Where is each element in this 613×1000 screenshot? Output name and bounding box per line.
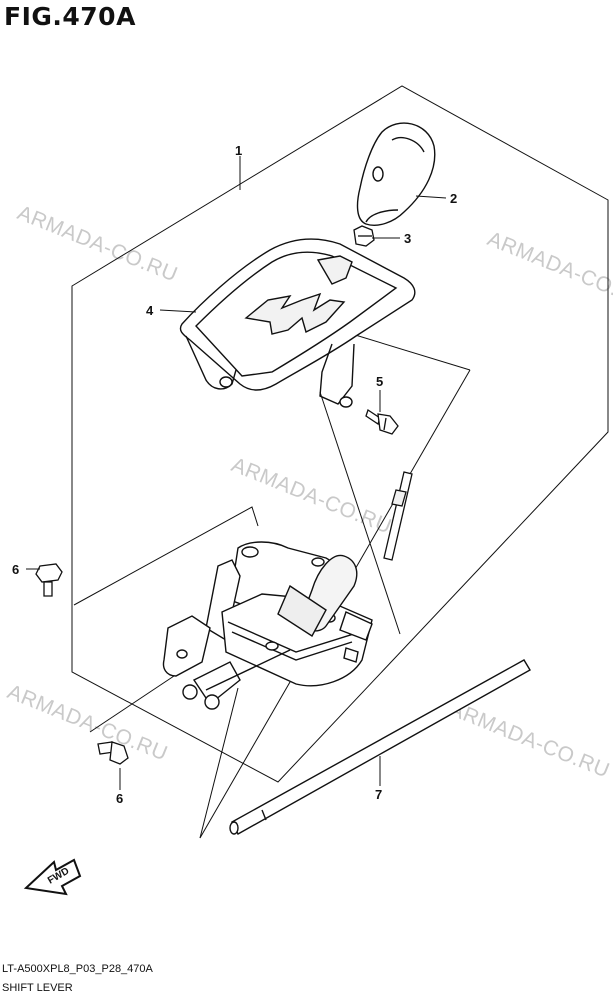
- inner-reference-box: [73, 506, 259, 606]
- callout-7: 7: [375, 787, 382, 802]
- shift-rod: [229, 659, 531, 835]
- assembly-outline: [71, 85, 609, 783]
- bolt-6-upper: [35, 563, 63, 597]
- fwd-arrow-icon: FWD: [23, 858, 82, 896]
- shift-gate-plate: [179, 238, 416, 408]
- figure-name: SHIFT LEVER: [2, 982, 73, 994]
- callout-6-upper: 6: [12, 562, 19, 577]
- callout-2: 2: [450, 191, 457, 206]
- lever-shaft: [383, 471, 413, 561]
- figure-title: FIG.470A: [4, 2, 136, 31]
- callout-3: 3: [404, 231, 411, 246]
- watermark-4: ARMADA-CO.RU: [4, 680, 171, 765]
- watermark-3: ARMADA-CO.RU: [228, 453, 395, 538]
- figure-code: LT-A500XPL8_P03_P28_470A: [2, 963, 153, 975]
- watermark-2: ARMADA-CO.RU: [484, 227, 613, 312]
- bolt-5: [365, 408, 399, 435]
- leader-lines: [26, 156, 447, 790]
- shift-knob: [356, 122, 436, 226]
- callout-4: 4: [146, 303, 154, 318]
- bolt-6-lower: [97, 741, 129, 765]
- nut: [353, 225, 375, 247]
- watermark-1: ARMADA-CO.RU: [14, 201, 181, 286]
- reference-line: [89, 671, 181, 733]
- callout-6-lower: 6: [116, 791, 123, 806]
- callout-1: 1: [235, 143, 242, 158]
- callout-5: 5: [376, 374, 383, 389]
- watermark-5: ARMADA-CO.RU: [446, 697, 613, 782]
- lever-base-bracket: [162, 541, 373, 710]
